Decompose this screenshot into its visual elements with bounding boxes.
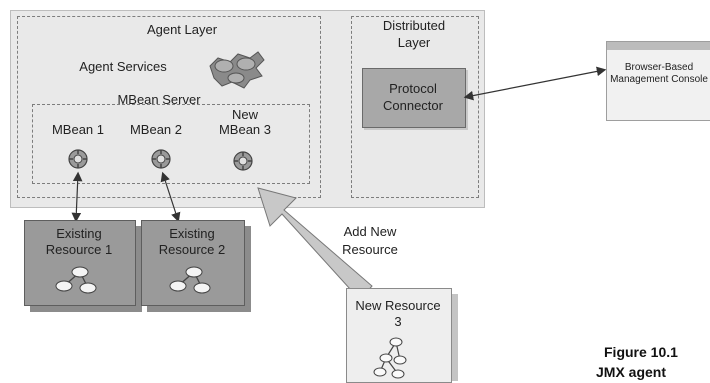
mbean-2-label: MBean 2 (129, 122, 183, 137)
mbean-1-icon (68, 149, 88, 169)
resource-1-label: Existing Resource 1 (45, 226, 113, 257)
browser-console-window (606, 41, 710, 121)
protocol-connector-label: Protocol Connector (383, 81, 443, 113)
browser-console-label: Browser-Based Management Console (610, 62, 708, 85)
mbean-server-label: MBean Server (117, 92, 201, 107)
distributed-layer-region (351, 16, 479, 198)
resource-2-box (141, 220, 245, 306)
resource-1-graph-icon (55, 266, 97, 294)
resource-1-box (24, 220, 136, 306)
resource-2-graph-icon (169, 266, 211, 294)
resource-3-box (346, 288, 452, 383)
agent-layer-title: Agent Layer (146, 22, 218, 37)
resource-3-graph-icon (373, 337, 407, 379)
agent-services-label: Agent Services (79, 59, 167, 74)
figure-caption-line2: JMX agent (596, 364, 667, 380)
mbean-3-label: New MBean 3 (218, 107, 272, 137)
mbean-3-icon (233, 151, 253, 171)
figure-caption-line1: Figure 10.1 (604, 344, 678, 360)
mbean-1-label: MBean 1 (51, 122, 105, 137)
distributed-layer-title: Distributed Layer (382, 18, 446, 50)
gears-icon (209, 51, 265, 89)
resource-3-label: New Resource 3 (355, 298, 441, 329)
resource-2-label: Existing Resource 2 (158, 226, 226, 257)
protocol-connector-box (362, 68, 466, 128)
add-new-resource-label: Add New Resource (342, 224, 398, 257)
mbean-2-icon (151, 149, 171, 169)
browser-titlebar (607, 42, 710, 50)
